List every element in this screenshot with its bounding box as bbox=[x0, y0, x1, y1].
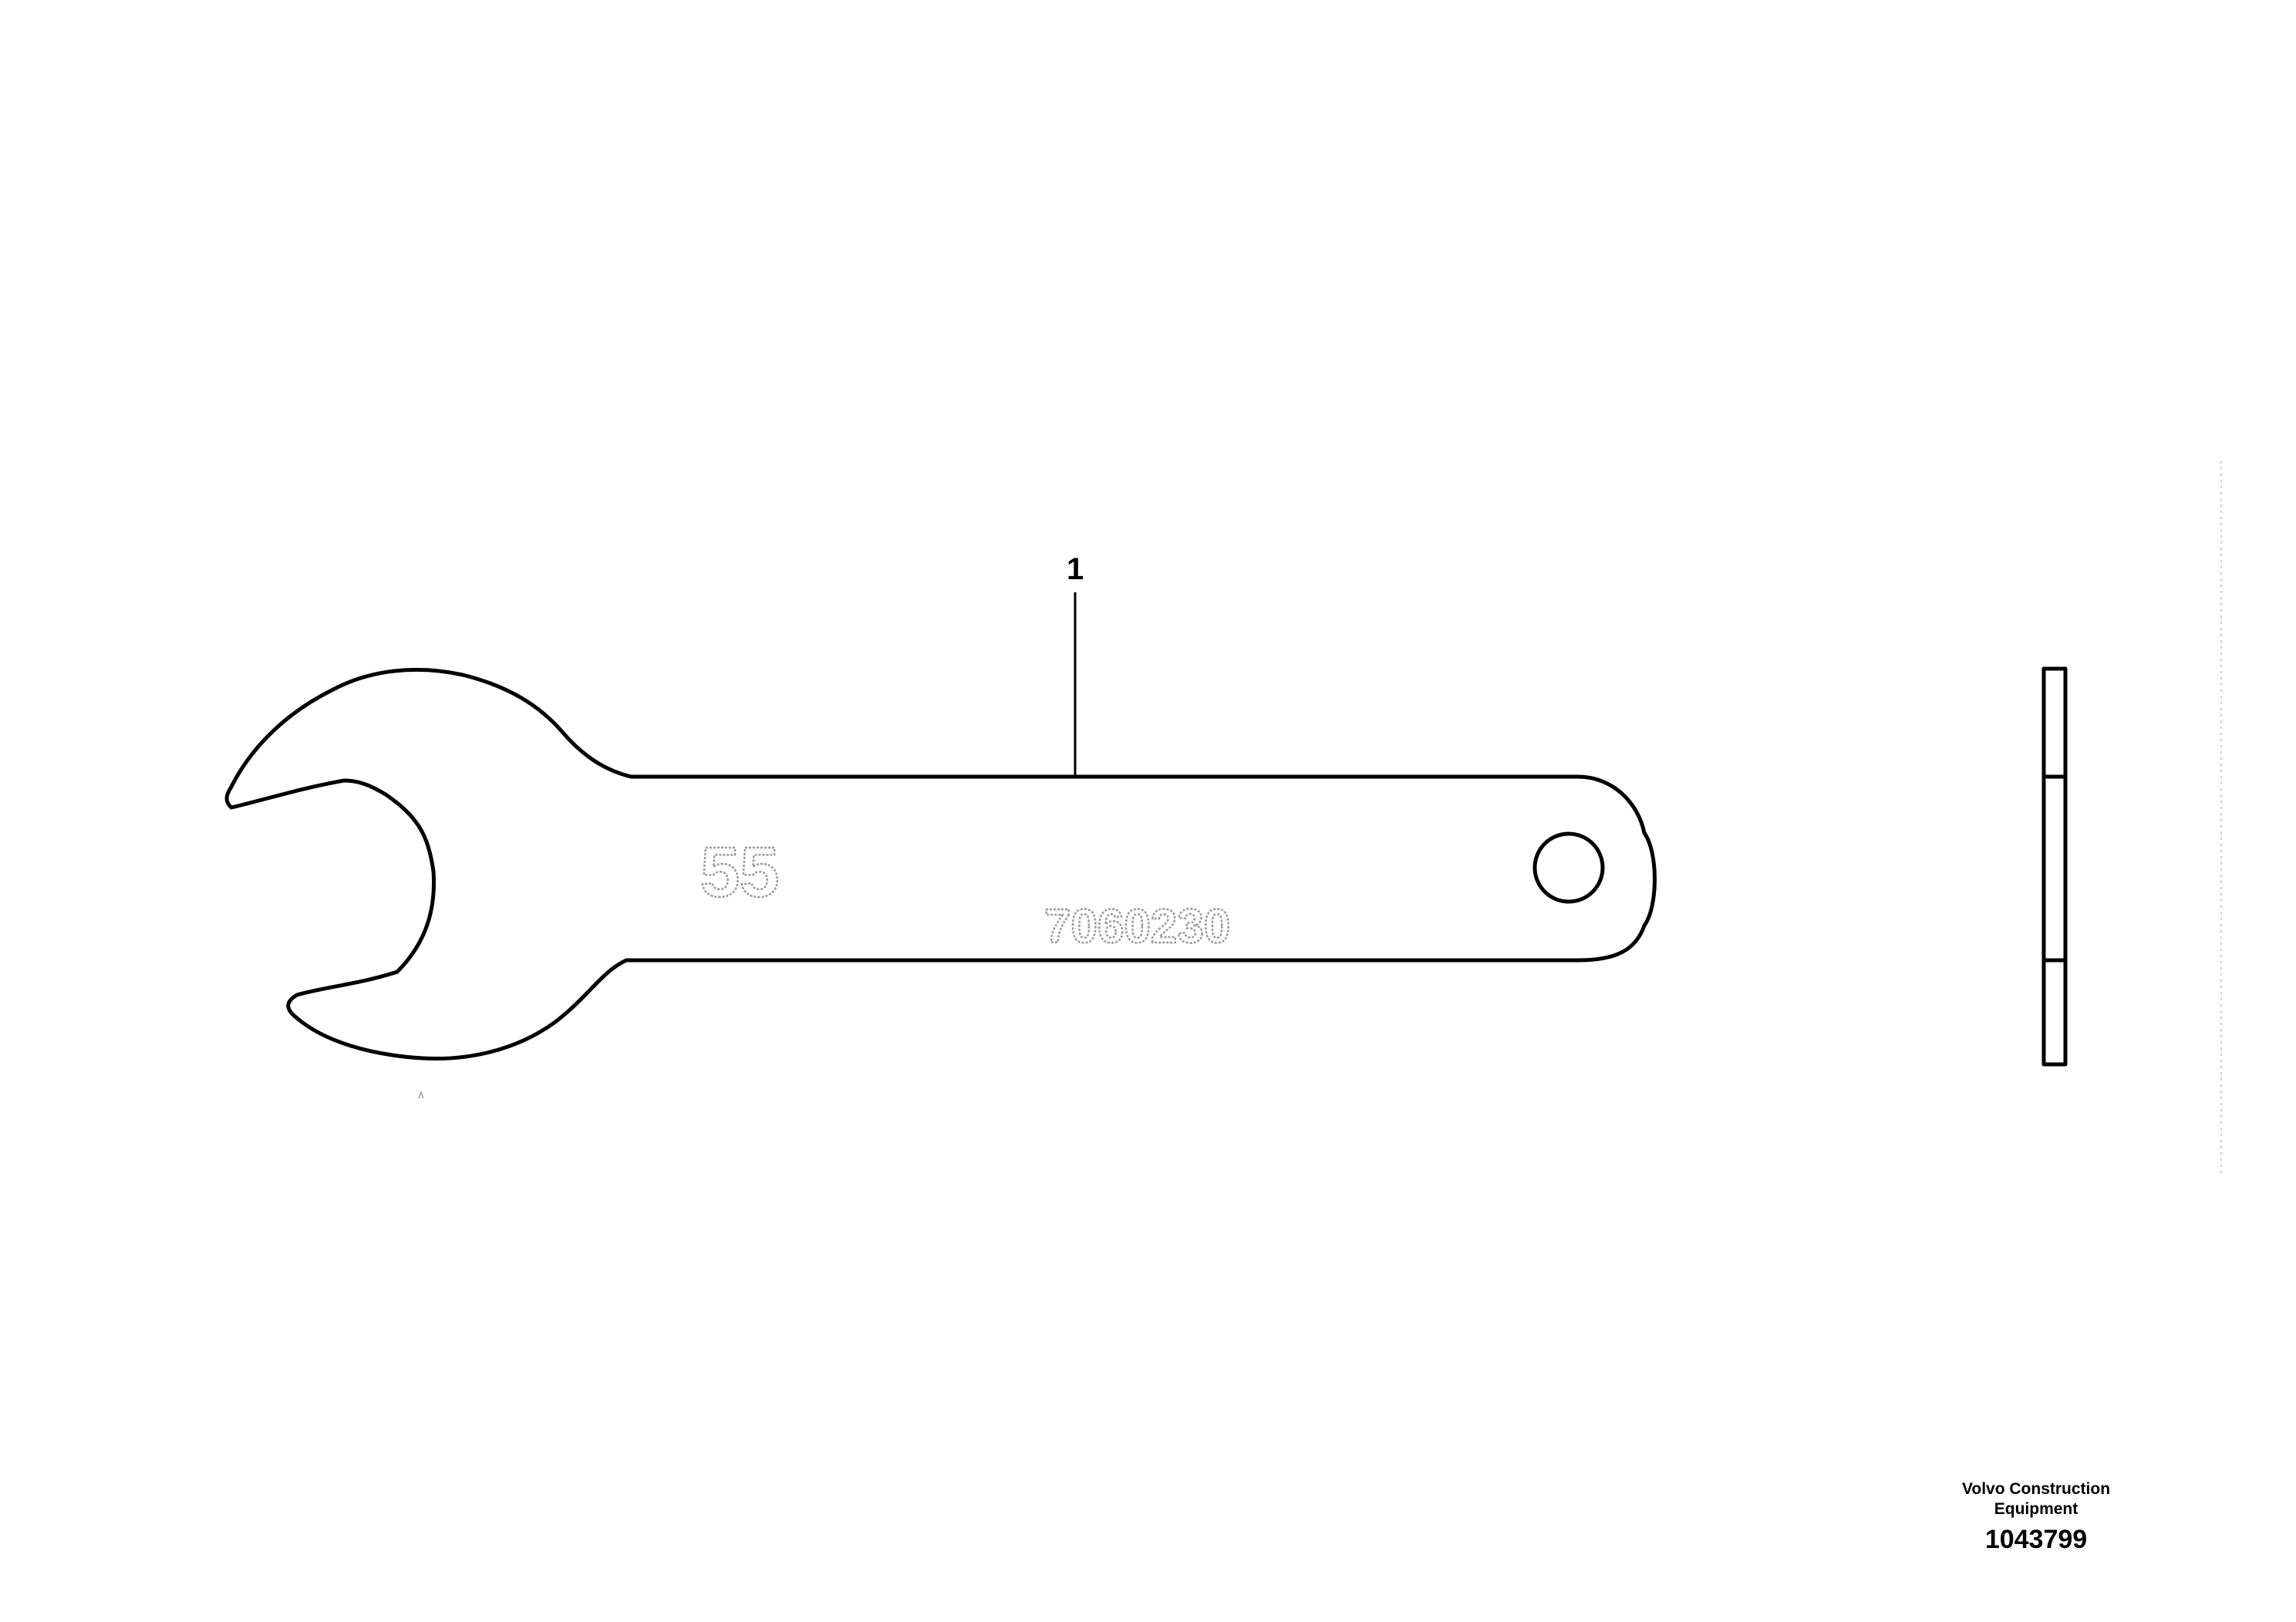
side-view-outline bbox=[2041, 666, 2068, 1067]
brand-line-1: Volvo Construction bbox=[1962, 1480, 2110, 1498]
callout-number: 1 bbox=[1067, 552, 1084, 586]
wrench-side-view bbox=[2041, 666, 2068, 1067]
wrench-front-view bbox=[224, 667, 1657, 1061]
artifact-mark bbox=[418, 1090, 424, 1099]
wrench-hanging-hole bbox=[1532, 831, 1605, 904]
illustration-number: 1043799 bbox=[1985, 1525, 2087, 1554]
wrench-part-number-marking: 7060230 bbox=[1044, 900, 1230, 953]
wrench-size-marking: 55 bbox=[700, 833, 779, 912]
callout-1: 1 bbox=[1067, 552, 1084, 776]
footer-brand-block: Volvo Construction Equipment 1043799 bbox=[1962, 1480, 2110, 1554]
brand-line-2: Equipment bbox=[1994, 1500, 2079, 1518]
wrench-outline bbox=[224, 667, 1657, 1061]
